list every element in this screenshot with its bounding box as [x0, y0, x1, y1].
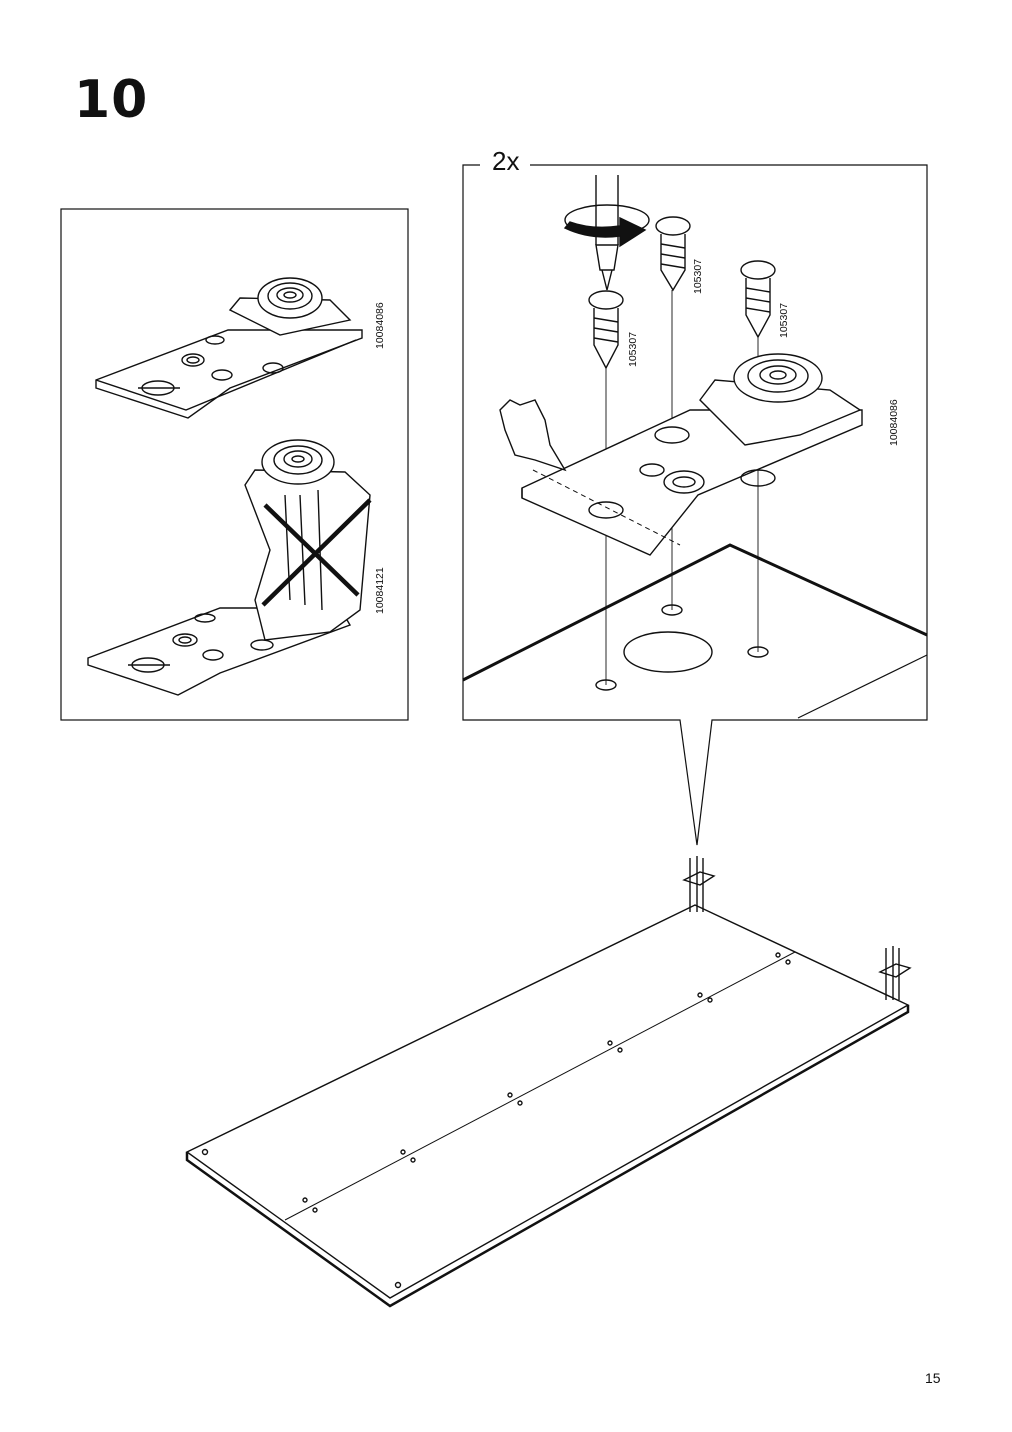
part-code-screw-right: 105307 [778, 302, 790, 338]
quantity-label: 2x [488, 146, 524, 177]
screw-icon [588, 290, 624, 370]
detail-roller-fitting [521, 353, 863, 556]
correct-roller-fitting [95, 277, 363, 419]
reference-panel [60, 208, 409, 721]
rotate-arrow-icon [563, 204, 650, 248]
worktop-panel [185, 904, 910, 1308]
part-code-screw-left: 105307 [627, 331, 639, 367]
part-code-detail-fitting: 10084086 [888, 399, 900, 446]
screwdriver-icon [595, 175, 619, 291]
hand-pointer-icon [499, 399, 567, 472]
screw-icon [655, 216, 691, 292]
small-fitting-icon [878, 946, 912, 1000]
part-code-correct-fitting: 10084086 [374, 302, 386, 349]
step-number: 10 [74, 70, 149, 130]
wrong-roller-fitting [87, 439, 372, 696]
part-code-wrong-fitting: 10084121 [374, 567, 386, 614]
cross-mark [263, 503, 360, 597]
small-fitting-icon [682, 856, 716, 912]
screw-icon [740, 260, 776, 339]
detail-panel [462, 164, 928, 846]
page-number: 15 [925, 1370, 941, 1386]
part-code-screw-middle: 105307 [692, 258, 704, 294]
